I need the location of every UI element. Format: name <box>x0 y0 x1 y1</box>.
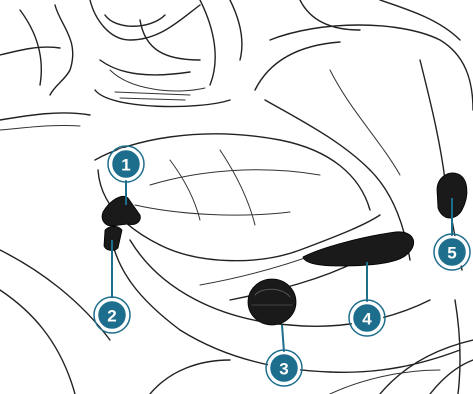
callout-4-label: 4 <box>362 310 372 329</box>
callout-3-badge: 3 <box>266 350 302 386</box>
callout-4-badge: 4 <box>349 300 385 336</box>
seat-base-rails <box>0 250 473 394</box>
callout-2-badge: 2 <box>94 297 130 333</box>
callout-2-label: 2 <box>107 307 116 326</box>
callout-1-label: 1 <box>121 156 130 175</box>
dashboard-outline <box>0 0 242 130</box>
round-knob-control <box>248 279 296 325</box>
callout-5-badge: 5 <box>434 234 470 270</box>
long-lever-control <box>303 232 414 266</box>
callout-1-badge: 1 <box>108 146 144 182</box>
front-lever-control <box>102 196 140 250</box>
callout-3-leader <box>282 325 284 352</box>
callout-3-label: 3 <box>279 360 288 379</box>
callout-5-label: 5 <box>447 244 456 263</box>
seat-backrest <box>255 0 473 270</box>
